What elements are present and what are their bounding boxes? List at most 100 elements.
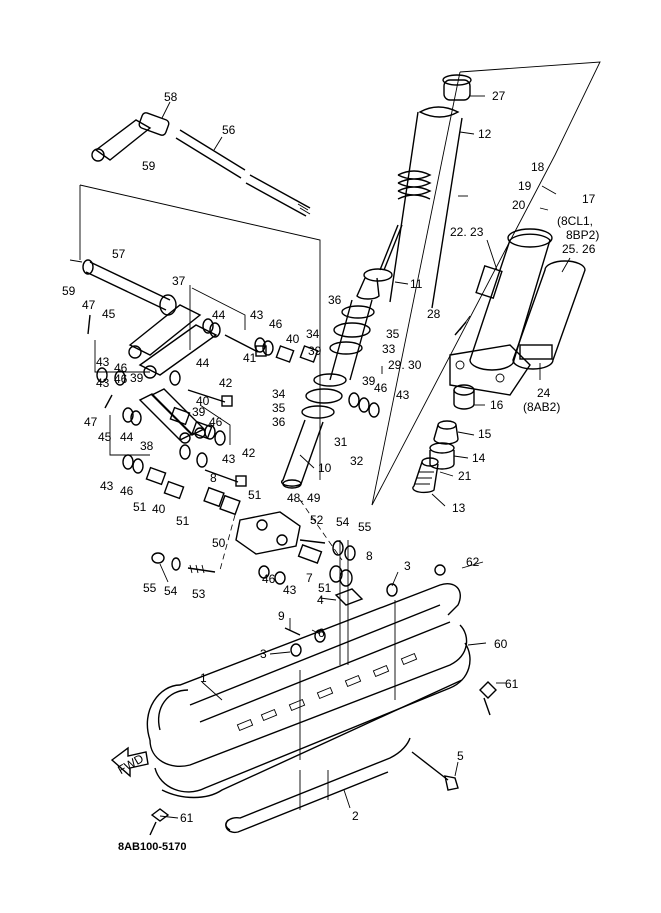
callout-22-23: 22. 23: [450, 225, 484, 239]
callout-55: 55: [358, 520, 372, 534]
callout-47b: 47: [84, 415, 98, 429]
callout-48-49: 48. 49: [287, 491, 321, 505]
callout-32: 32: [350, 454, 364, 468]
callout-43c: 43: [96, 376, 110, 390]
callout-12: 12: [478, 127, 492, 141]
callout-8: 8: [210, 471, 217, 485]
callout-17: 17: [582, 192, 596, 206]
callout-18: 18: [531, 160, 545, 174]
callout-34b: 34: [272, 387, 286, 401]
callout-39: 39: [308, 344, 322, 358]
callout-61b: 61: [180, 811, 194, 825]
callout-15: 15: [478, 427, 492, 441]
callout-9: 9: [278, 609, 285, 623]
callout-39c: 39: [192, 405, 206, 419]
callout-35b: 35: [272, 401, 286, 415]
callout-46: 46: [114, 361, 128, 375]
callout-47: 47: [82, 298, 96, 312]
callout-44: 44: [212, 308, 226, 322]
callout-50: 50: [212, 536, 226, 550]
callout-1: 1: [200, 671, 207, 685]
callout-43f: 43: [283, 583, 297, 597]
callout-45: 45: [102, 307, 116, 321]
callout-42b: 42: [242, 446, 256, 460]
callout-43b: 43: [250, 308, 264, 322]
callout-8cl1: (8CL1,: [557, 214, 593, 228]
callout-10: 10: [318, 461, 332, 475]
callout-40c: 40: [152, 502, 166, 516]
callout-13: 13: [452, 501, 466, 515]
callout-31: 31: [334, 435, 348, 449]
shock-absorber-assembly: [281, 74, 472, 489]
callout-54: 54: [336, 515, 350, 529]
callout-2: 2: [352, 809, 359, 823]
callout-51b: 51: [176, 514, 190, 528]
callout-7: 7: [306, 571, 313, 585]
callout-44b: 44: [196, 356, 210, 370]
callout-51: 51: [133, 500, 147, 514]
callout-61: 61: [505, 677, 519, 691]
callout-54b: 54: [164, 584, 178, 598]
callout-38: 38: [140, 439, 154, 453]
callout-40: 40: [286, 332, 300, 346]
callout-29-30: 29. 30: [388, 358, 422, 372]
callout-24: 24: [537, 386, 551, 400]
callout-3b: 3: [404, 559, 411, 573]
callout-8b: 8: [366, 549, 373, 563]
callout-14: 14: [472, 451, 486, 465]
bolts: [87, 314, 459, 791]
callout-52: 52: [310, 513, 324, 527]
callout-62: 62: [466, 555, 480, 569]
upper-shafts: [69, 112, 311, 316]
callout-53: 53: [192, 587, 206, 601]
callout-5: 5: [457, 749, 464, 763]
callout-44c: 44: [120, 430, 134, 444]
callout-59: 59: [142, 159, 156, 173]
callout-45b: 45: [98, 430, 112, 444]
callout-46c: 46: [114, 372, 128, 386]
callout-19: 19: [518, 179, 532, 193]
callout-8bp2: 8BP2): [566, 228, 599, 242]
callout-57: 57: [112, 247, 126, 261]
callout-46d: 46: [209, 415, 223, 429]
callout-43: 43: [96, 355, 110, 369]
callout-16: 16: [490, 398, 504, 412]
callout-36b: 36: [272, 415, 286, 429]
callout-60: 60: [494, 637, 508, 651]
callout-46f: 46: [262, 572, 276, 586]
callout-51c: 51: [248, 488, 262, 502]
callout-42: 42: [219, 376, 233, 390]
callout-51d: 51: [318, 581, 332, 595]
fwd-label: FWD: [115, 751, 146, 777]
callout-46b: 46: [269, 317, 283, 331]
callout-6: 6: [318, 626, 325, 640]
callout-34: 34: [306, 327, 320, 341]
callout-59b: 59: [62, 284, 76, 298]
callout-55b: 55: [143, 581, 157, 595]
washers-bushings: [96, 318, 380, 516]
ski-assembly: [110, 564, 497, 836]
callout-39b: 39: [130, 371, 144, 385]
callout-41: 41: [243, 351, 257, 365]
callout-43e: 43: [222, 452, 236, 466]
callout-27: 27: [492, 89, 506, 103]
callout-43g: 43: [396, 388, 410, 402]
callout-labels: 58 56 59 57 59 37 47 45 43 46 44 43 46 4…: [62, 89, 599, 825]
callout-3: 3: [260, 647, 267, 661]
callout-8ab2: (8AB2): [523, 400, 560, 414]
guide-lines: [79, 61, 601, 810]
bump-stop-stack: [412, 384, 475, 494]
callout-4: 4: [317, 593, 324, 607]
callout-21: 21: [458, 469, 472, 483]
callout-36: 36: [328, 293, 342, 307]
callout-56: 56: [222, 123, 236, 137]
callout-46e: 46: [120, 484, 134, 498]
callout-40b: 40: [196, 394, 210, 408]
callout-58: 58: [164, 90, 178, 104]
callout-20: 20: [512, 198, 526, 212]
callout-46g: 46: [374, 381, 388, 395]
callout-43d: 43: [100, 479, 114, 493]
callout-33: 33: [382, 342, 396, 356]
fwd-arrow-icon: [110, 746, 149, 778]
